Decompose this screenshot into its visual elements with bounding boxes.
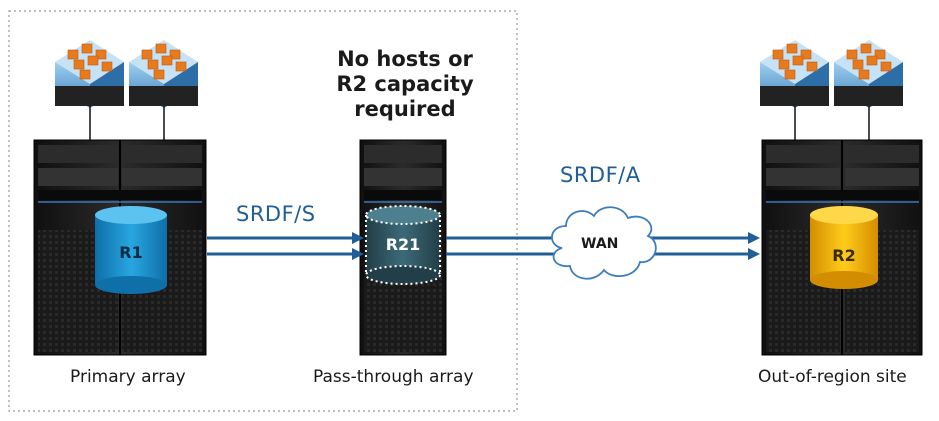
srdf-a-label: SRDF/A (560, 163, 641, 187)
r1-label: R1 (119, 243, 143, 262)
r21-label: R21 (385, 235, 421, 254)
passthrough-array-caption: Pass-through array (313, 367, 474, 387)
passthrough-note-line-1: No hosts or (337, 47, 473, 71)
remote-vmware-servers (760, 40, 903, 140)
passthrough-note-line-3: required (354, 97, 456, 121)
srdf-s-label: SRDF/S (236, 202, 316, 226)
passthrough-note: No hosts or R2 capacity required (330, 47, 480, 122)
server-icon (760, 40, 829, 108)
remote-storage-array (761, 139, 923, 356)
wan-cloud-icon (551, 206, 657, 280)
srdf-s-link (207, 232, 364, 260)
r2-label: R2 (832, 246, 856, 265)
r2-disk-icon (810, 206, 878, 289)
remote-site-caption: Out-of-region site (758, 367, 907, 387)
protected-region-boundary (8, 10, 518, 412)
primary-vmware-servers (55, 40, 198, 140)
primary-storage-array (33, 139, 207, 356)
primary-array-caption: Primary array (70, 367, 186, 387)
server-icon (834, 40, 903, 108)
wan-label: WAN (581, 236, 619, 252)
r1-disk-icon (95, 206, 167, 294)
server-icon (129, 40, 198, 108)
r21-disk-icon (365, 205, 441, 285)
passthrough-storage-array (359, 139, 447, 356)
server-icon (55, 40, 124, 108)
passthrough-note-line-2: R2 capacity (336, 72, 474, 96)
srdf-a-link (446, 232, 760, 260)
